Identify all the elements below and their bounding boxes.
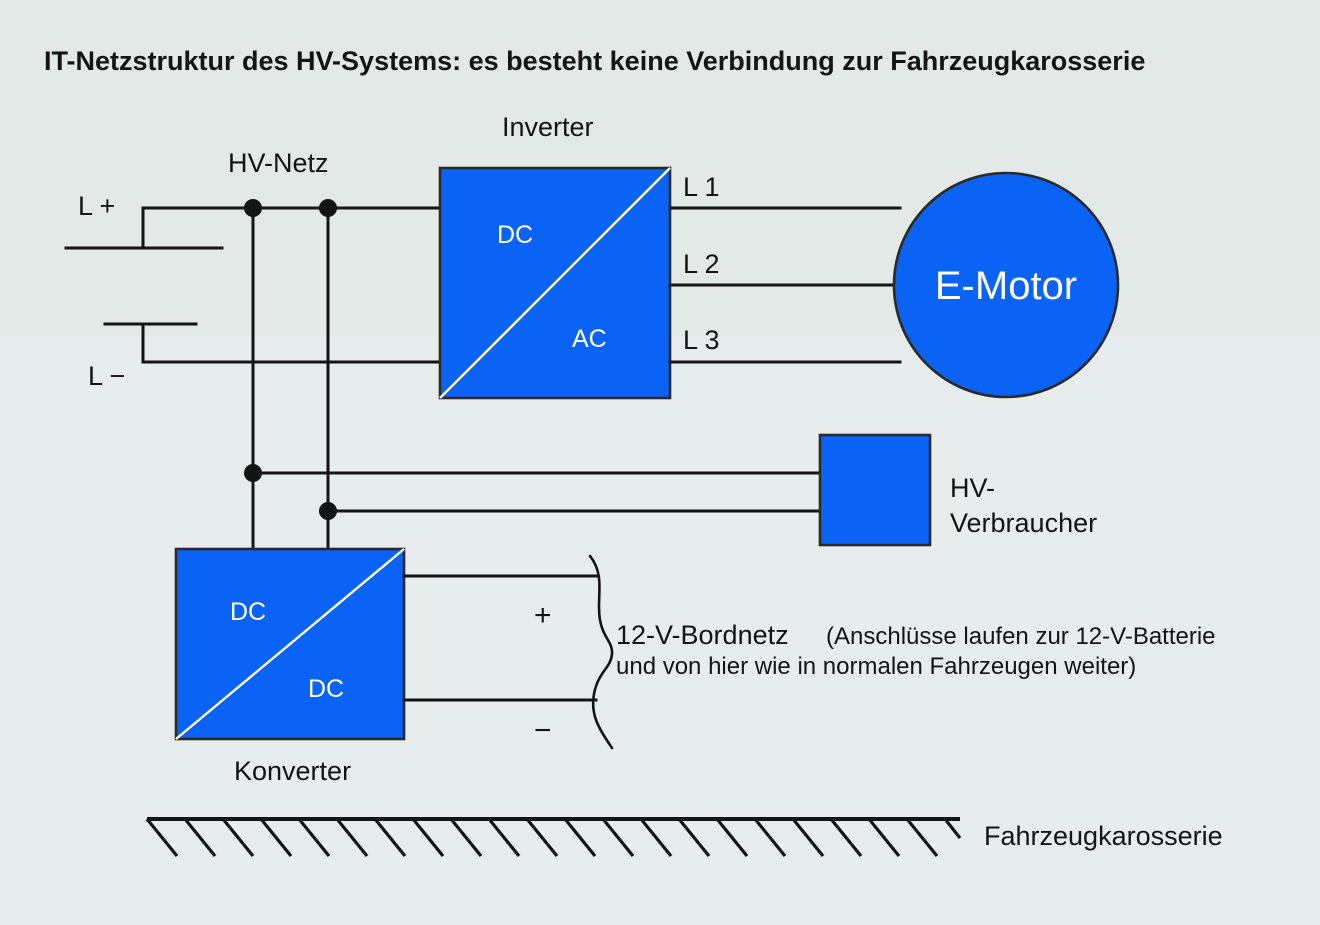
konverter-dc-in-label: DC: [230, 598, 266, 626]
konverter-dc-out-label: DC: [308, 675, 344, 703]
e-motor-label: E-Motor: [935, 264, 1077, 308]
junction-dot-consumer-negative: [319, 502, 337, 520]
phase-label-l2: L 2: [683, 249, 720, 279]
bordnetz-note-line2: und von hier wie in normalen Fahrzeugen …: [616, 653, 1136, 680]
inverter-diagonal-divider: [439, 167, 671, 399]
vehicle-body-hatching: [145, 817, 962, 858]
e-motor-circle: [892, 171, 1120, 399]
junction-dot-consumer-positive: [244, 464, 262, 482]
junction-dot-lplus-inverter: [319, 199, 337, 217]
inverter-dc-label: DC: [497, 221, 533, 249]
phase-label-l3: L 3: [683, 325, 720, 355]
inverter-title: Inverter: [502, 112, 594, 142]
vehicle-body-label: Fahrzeugkarosserie: [984, 821, 1223, 851]
phase-label-l1: L 1: [683, 172, 720, 202]
bordnetz-plus-sign: +: [534, 599, 552, 632]
hv-netz-label: HV-Netz: [228, 148, 329, 178]
bordnetz-title: 12-V-Bordnetz: [616, 620, 789, 650]
terminal-l-plus-label: L +: [78, 191, 115, 221]
junction-dot-lplus-bus: [244, 199, 262, 217]
bordnetz-brace: [588, 554, 614, 750]
inverter-ac-label: AC: [572, 325, 607, 353]
bordnetz-minus-sign: −: [534, 714, 552, 747]
bordnetz-note-line1: (Anschlüsse laufen zur 12-V-Batterie: [826, 623, 1216, 650]
hv-consumer-block: [818, 433, 932, 547]
terminal-l-minus-label: L −: [88, 361, 125, 391]
konverter-diagonal-divider: [175, 548, 405, 740]
konverter-title: Konverter: [234, 756, 351, 786]
hv-consumer-label-line2: Verbraucher: [950, 508, 1097, 538]
hv-consumer-label-line1: HV-: [950, 473, 995, 503]
page-title: IT-Netzstruktur des HV-Systems: es beste…: [44, 46, 1145, 76]
